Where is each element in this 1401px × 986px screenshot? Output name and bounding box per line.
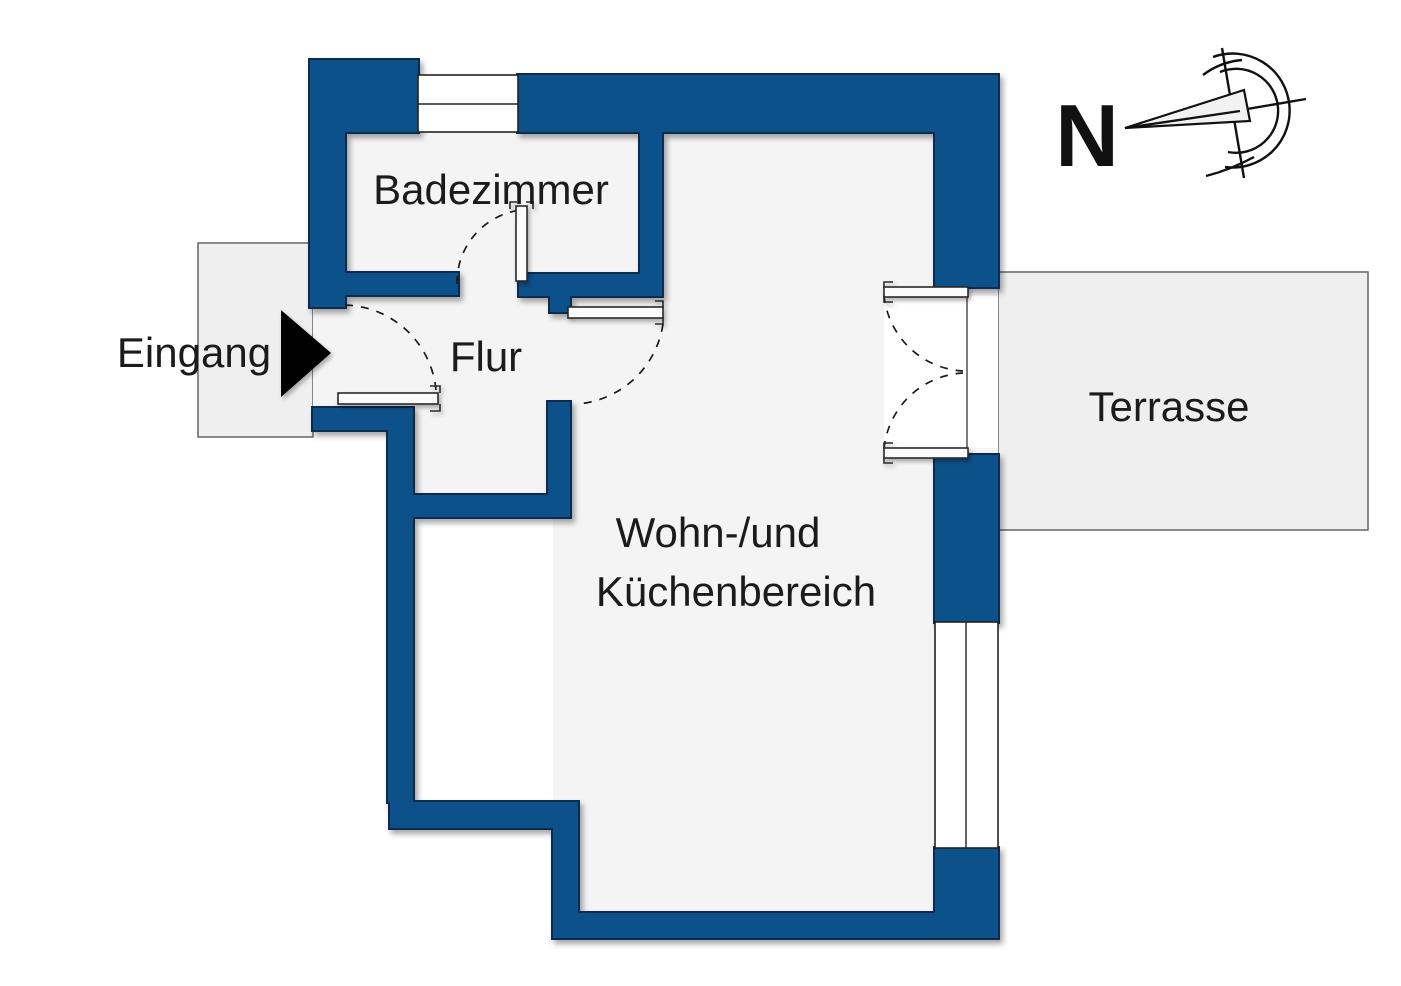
- void-notch: [413, 517, 553, 802]
- walls: [310, 60, 998, 938]
- wall-bath-south-right: [519, 274, 662, 296]
- entrance-arrow-icon: [281, 310, 331, 397]
- wall-bath-east: [640, 132, 662, 296]
- door-leaves: [337, 201, 969, 464]
- wall-niche-right: [548, 402, 570, 517]
- terrace-door-bottom-leaf: [883, 447, 969, 459]
- wall-top: [518, 75, 998, 132]
- hall-door-leaf: [567, 306, 664, 319]
- wall-right-lower: [935, 848, 998, 938]
- wall-entrance-south: [313, 408, 413, 430]
- terrace-door-top-leaf: [883, 286, 969, 298]
- entrance-door-leaf: [337, 392, 439, 405]
- compass-inner-arc: [1219, 67, 1280, 154]
- wall-bath-south-left: [342, 273, 458, 295]
- label-eingang: Eingang: [117, 329, 271, 376]
- wall-bottom: [553, 913, 998, 938]
- label-terrasse: Terrasse: [1088, 383, 1249, 430]
- wall-niche-bottom: [413, 495, 570, 517]
- bathroom-door-jamb: [509, 201, 534, 209]
- terrace-door-top-jamb: [883, 281, 893, 303]
- north-label: N: [1055, 86, 1119, 185]
- compass-top-tick: [1202, 58, 1243, 76]
- wall-left-lower: [388, 430, 413, 802]
- north-compass-icon: N: [1055, 47, 1307, 185]
- entrance-door-swing: [344, 304, 437, 391]
- wall-left-upper: [310, 60, 345, 307]
- wall-step: [390, 802, 578, 828]
- compass-bottom-tick: [1205, 155, 1255, 178]
- terrace-area: [997, 271, 1369, 531]
- wall-right-upper: [935, 75, 998, 287]
- windows: [417, 74, 999, 849]
- bathroom-door-leaf: [515, 205, 528, 282]
- terrace-door-bottom-jamb: [883, 442, 893, 464]
- label-flur: Flur: [450, 333, 522, 380]
- wall-right-mid: [935, 455, 998, 622]
- compass-needle: [1124, 88, 1252, 130]
- label-wohnbereich-line1: Wohn-/und: [616, 509, 821, 556]
- compass-needle-midline: [1124, 109, 1241, 130]
- bathroom-door-swing: [456, 209, 522, 285]
- label-badezimmer: Badezimmer: [373, 166, 609, 213]
- entrance-door-jamb: [430, 385, 441, 412]
- wall-door-stub: [550, 296, 570, 312]
- label-wohnbereich-line2: Küchenbereich: [596, 568, 876, 615]
- terrace-door-recess: [884, 296, 998, 448]
- compass-outer-arc: [1212, 52, 1291, 169]
- hall-door-jamb: [655, 300, 664, 325]
- door-swing-arcs: [344, 209, 964, 450]
